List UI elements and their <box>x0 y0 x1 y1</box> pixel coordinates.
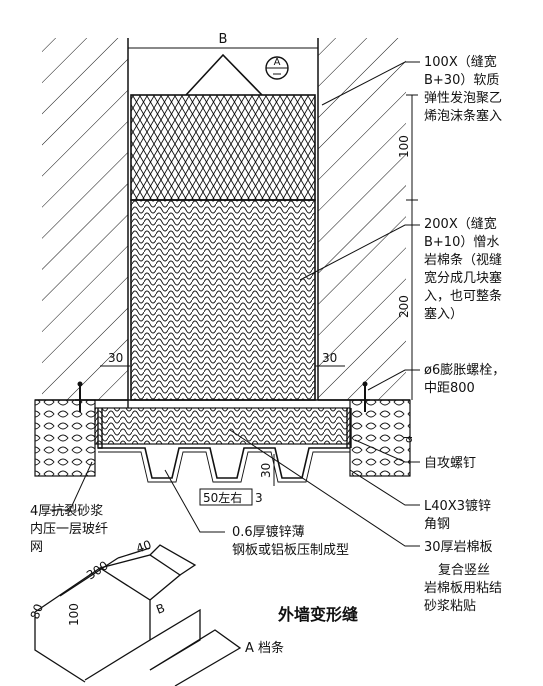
iso-dim-100: 100 <box>67 603 81 626</box>
lower-rockwool-filler <box>130 199 316 401</box>
iso-detail <box>34 544 242 686</box>
drawing-subtitle: A 档条 <box>245 640 284 656</box>
label-sheet: 0.6厚镀锌薄 钢板或铝板压制成型 <box>232 524 349 558</box>
svg-text:B+30）软质: B+30）软质 <box>424 73 499 88</box>
label-bolt: ø6膨胀螺栓， 中距800 <box>424 363 505 396</box>
svg-text:塞入）: 塞入） <box>424 306 463 322</box>
dim-3: 3 <box>255 491 263 505</box>
svg-text:L40X3镀锌: L40X3镀锌 <box>424 498 491 514</box>
iso-dim-300: 300 <box>84 558 111 582</box>
label-upper-filler: 100X（缝宽 B+30）软质 弹性发泡聚乙 烯泡沫条塞入 <box>424 54 502 124</box>
svg-text:网: 网 <box>30 540 43 555</box>
label-angle: L40X3镀锌 角钢 <box>424 498 491 532</box>
left-bolt <box>77 381 83 412</box>
left-insulation-board <box>34 399 96 477</box>
svg-text:弹性发泡聚乙: 弹性发泡聚乙 <box>424 90 502 106</box>
dim-30-left: 30 <box>108 351 123 365</box>
iso-dim-40: 40 <box>134 537 153 555</box>
section-mark: A <box>265 56 289 80</box>
dim-b: B <box>219 32 228 47</box>
center-rock-board <box>94 407 351 445</box>
svg-text:内压一层玻纤: 内压一层玻纤 <box>30 521 108 537</box>
svg-text:岩棉条（视缝: 岩棉条（视缝 <box>424 252 502 268</box>
drawing-title: 外墙变形缝 <box>277 605 358 624</box>
label-mortar: 4厚抗裂砂浆 内压一层玻纤 网 <box>30 504 108 555</box>
svg-text:100X（缝宽: 100X（缝宽 <box>424 54 497 70</box>
dim-d: d <box>402 436 415 443</box>
right-insulation-board <box>349 399 411 477</box>
label-screw: 自攻螺钉 <box>424 456 476 471</box>
svg-text:岩棉板用粘结: 岩棉板用粘结 <box>424 581 502 596</box>
iso-dim-80: 80 <box>28 602 46 621</box>
dim-30-right: 30 <box>322 351 337 365</box>
dim-50: 50左右 <box>203 490 242 505</box>
svg-text:4厚抗裂砂浆: 4厚抗裂砂浆 <box>30 504 103 519</box>
label-rock-board: 30厚岩棉板 <box>424 540 493 555</box>
svg-text:烯泡沫条塞入: 烯泡沫条塞入 <box>424 108 502 124</box>
dim-30-channel: 30 <box>259 463 273 478</box>
svg-text:A: A <box>274 57 281 68</box>
label-lower-filler: 200X（缝宽 B+10）憎水 岩棉条（视缝 宽分成几块塞 入，也可整条 塞入） <box>424 216 502 322</box>
svg-text:宽分成几块塞: 宽分成几块塞 <box>424 270 502 286</box>
svg-text:角钢: 角钢 <box>424 517 450 532</box>
svg-text:钢板或铝板压制成型: 钢板或铝板压制成型 <box>232 543 349 558</box>
label-composite: 复合竖丝 岩棉板用粘结 砂浆粘贴 <box>424 563 502 614</box>
svg-text:B+10）憎水: B+10）憎水 <box>424 234 499 250</box>
iso-dim-b: B <box>154 601 167 617</box>
svg-text:中距800: 中距800 <box>424 381 475 396</box>
corrugated-sheet <box>98 447 350 479</box>
peak-profile <box>185 53 263 96</box>
svg-text:入，也可整条: 入，也可整条 <box>424 288 502 304</box>
svg-text:砂浆粘贴: 砂浆粘贴 <box>424 599 476 614</box>
right-wall <box>318 38 406 400</box>
left-wall <box>42 38 128 400</box>
dim-200: 200 <box>397 295 411 318</box>
svg-text:复合竖丝: 复合竖丝 <box>438 563 490 578</box>
dim-100: 100 <box>397 135 411 158</box>
svg-text:200X（缝宽: 200X（缝宽 <box>424 216 497 232</box>
svg-text:0.6厚镀锌薄: 0.6厚镀锌薄 <box>232 524 305 540</box>
right-bolt <box>362 381 368 412</box>
svg-text:ø6膨胀螺栓，: ø6膨胀螺栓， <box>424 363 505 378</box>
upper-foam-filler <box>130 94 316 201</box>
